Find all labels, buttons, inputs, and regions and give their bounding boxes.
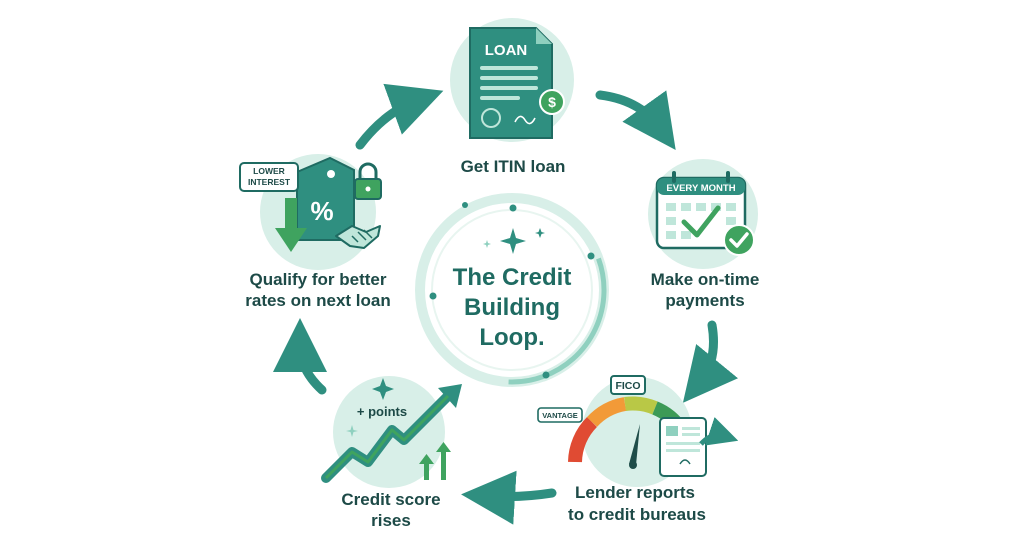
sparkle-icon [500, 228, 526, 254]
lower-interest-tag: LOWER INTEREST [239, 162, 299, 192]
sparkle-icon [346, 425, 358, 437]
arrow-step4-to-step5 [273, 318, 328, 395]
step-lender-reports: FICO VANTAGE Lender reports to credit bu… [537, 375, 739, 524]
up-arrows-icon [419, 442, 451, 480]
ring-dot [587, 252, 595, 260]
title-line-2: Building [464, 294, 560, 321]
step-credit-score-rises: + points Credit score rises [321, 376, 462, 530]
sparkle-icon [535, 228, 545, 238]
check-icon [681, 205, 721, 238]
lower-interest-line-1: LOWER [253, 166, 285, 176]
calendar-icon: EVERY MONTH [655, 171, 747, 250]
title-line-1: The Credit [453, 264, 572, 291]
points-label: + points [357, 404, 407, 419]
gauge-needle-icon [629, 424, 640, 465]
seal-icon [481, 108, 501, 128]
step-2-label-line-2: payments [665, 291, 744, 310]
cycle-arrows [273, 83, 738, 525]
lower-interest-line-2: INTEREST [248, 177, 291, 187]
arrow-step5-to-step1 [355, 83, 444, 150]
calendar-label: EVERY MONTH [666, 183, 735, 194]
title-line-3: Loop. [479, 324, 544, 351]
price-tag-icon: % [296, 156, 355, 241]
vantage-tag: VANTAGE [537, 407, 583, 423]
handshake-icon [335, 225, 381, 249]
ring-dot [462, 202, 468, 208]
ring-dot [542, 371, 550, 379]
report-document-icon [659, 417, 707, 477]
step-qualify-better-rates: % LOWER INTEREST Qualify for better rate… [239, 154, 391, 310]
loan-document-icon: LOAN [469, 27, 553, 139]
percent-symbol: % [310, 196, 333, 226]
fico-label: FICO [615, 380, 640, 392]
step-4-label-line-1: Credit score [341, 490, 440, 509]
arrow-step1-to-step2 [595, 90, 676, 150]
step-3-label-line-1: Lender reports [575, 483, 695, 502]
step-1-label: Get ITIN loan [461, 157, 566, 176]
check-circle-icon [723, 224, 755, 256]
down-arrow-icon [275, 198, 307, 252]
center-circle: The Credit Building Loop. [415, 193, 609, 387]
rising-chart-icon [321, 384, 462, 483]
loan-doc-label: LOAN [485, 42, 528, 59]
step-5-label-line-2: rates on next loan [245, 291, 390, 310]
step-make-on-time-payments: EVERY MONTH Make on-time payments [648, 159, 759, 310]
send-arrow-icon [699, 417, 739, 446]
dollar-icon: $ [539, 89, 565, 115]
ring-dot [509, 204, 517, 212]
step-2-label-line-1: Make on-time [651, 270, 760, 289]
step-get-itin-loan: LOAN $ Get ITIN loan [450, 18, 574, 176]
arrow-step3-to-step4 [461, 470, 557, 525]
step-3-label-line-2: to credit bureaus [568, 505, 706, 524]
arrow-step2-to-step3 [682, 320, 738, 403]
lock-icon [354, 162, 382, 200]
step-4-label-line-2: rises [371, 511, 411, 530]
step-5-label-line-1: Qualify for better [250, 270, 387, 289]
fico-tag: FICO [610, 375, 646, 395]
signature-icon [514, 115, 536, 125]
dollar-symbol: $ [548, 94, 556, 110]
ring-dot [429, 292, 437, 300]
vantage-label: VANTAGE [542, 411, 578, 420]
sparkle-icon [372, 378, 394, 400]
sparkle-icon [483, 240, 491, 248]
